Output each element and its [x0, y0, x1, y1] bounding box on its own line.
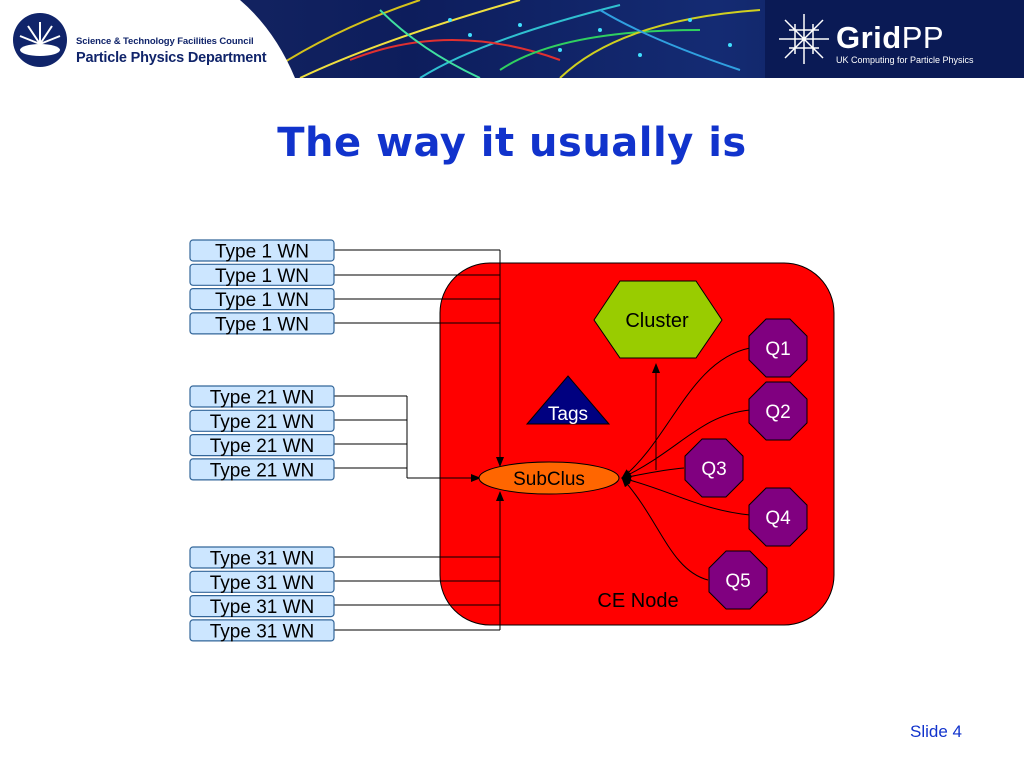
- subclus-node: [478, 461, 620, 495]
- worker-node-label: Type 31 WN: [210, 573, 315, 594]
- worker-node-label: Type 1 WN: [215, 242, 309, 263]
- ce-node-box: [439, 262, 835, 626]
- worker-node-label: Type 1 WN: [215, 314, 309, 335]
- subclus-label: SubClus: [513, 469, 585, 490]
- queue-label: Q1: [765, 339, 790, 360]
- banner-graphics: [0, 0, 1024, 78]
- tags-label: Tags: [548, 404, 588, 425]
- worker-node-box: [189, 458, 335, 481]
- slide-number: Slide 4: [910, 722, 962, 741]
- tags-node: [525, 375, 611, 425]
- gridpp-light-text: PP: [901, 20, 945, 55]
- queue-label: Q3: [701, 459, 726, 480]
- worker-node-label: Type 21 WN: [210, 460, 315, 481]
- worker-node-box: [189, 434, 335, 457]
- worker-node-label: Type 1 WN: [215, 266, 309, 287]
- worker-node-label: Type 31 WN: [210, 621, 315, 642]
- worker-node-list: Type 1 WN Type 1 WN Type 1 WN Type 1 WN Type…: [189, 239, 335, 642]
- stfc-logo-icon: [13, 13, 67, 67]
- queue-label: Q5: [725, 571, 750, 592]
- stfc-department-name: Particle Physics Department: [76, 50, 267, 66]
- worker-node-box: [189, 546, 335, 569]
- worker-node-box: [189, 409, 335, 432]
- gridpp-logo-icon: [779, 14, 829, 64]
- worker-node-box: [189, 263, 335, 286]
- worker-node-box: [189, 239, 335, 262]
- queue-label: Q2: [765, 402, 790, 423]
- worker-node-box: [189, 312, 335, 335]
- queue-node: [684, 438, 744, 498]
- queue-node: [748, 318, 808, 378]
- slide-title: The way it usually is: [277, 120, 747, 166]
- worker-node-label: Type 21 WN: [210, 436, 315, 457]
- queue-node: [708, 550, 768, 610]
- stfc-council-name: Science & Technology Facilities Council: [76, 36, 254, 47]
- worker-node-box: [189, 570, 335, 593]
- ce-node-label: CE Node: [597, 590, 678, 612]
- worker-node-box: [189, 619, 335, 642]
- cluster-node: [593, 280, 723, 359]
- header-banner: Science & Technology Facilities Council …: [0, 0, 1024, 78]
- gridpp-wordmark: GridPP: [836, 20, 944, 56]
- worker-node-label: Type 21 WN: [210, 388, 315, 409]
- gridpp-subtitle: UK Computing for Particle Physics: [836, 55, 974, 65]
- queue-node: [748, 381, 808, 441]
- worker-node-box: [189, 385, 335, 408]
- wn-connectors: [334, 249, 504, 631]
- worker-node-label: Type 21 WN: [210, 412, 315, 433]
- stfc-wordmark: Science & Technology Facilities Council …: [76, 36, 267, 66]
- worker-node-box: [189, 288, 335, 311]
- worker-node-label: Type 1 WN: [215, 290, 309, 311]
- queue-label: Q4: [765, 508, 791, 529]
- worker-node-label: Type 31 WN: [210, 597, 315, 618]
- worker-node-box: [189, 594, 335, 618]
- queue-connectors: [621, 347, 751, 581]
- queue-node: [748, 487, 808, 547]
- worker-node-label: Type 31 WN: [210, 549, 315, 570]
- gridpp-bold-text: Grid: [836, 20, 902, 55]
- cluster-label: Cluster: [625, 310, 689, 332]
